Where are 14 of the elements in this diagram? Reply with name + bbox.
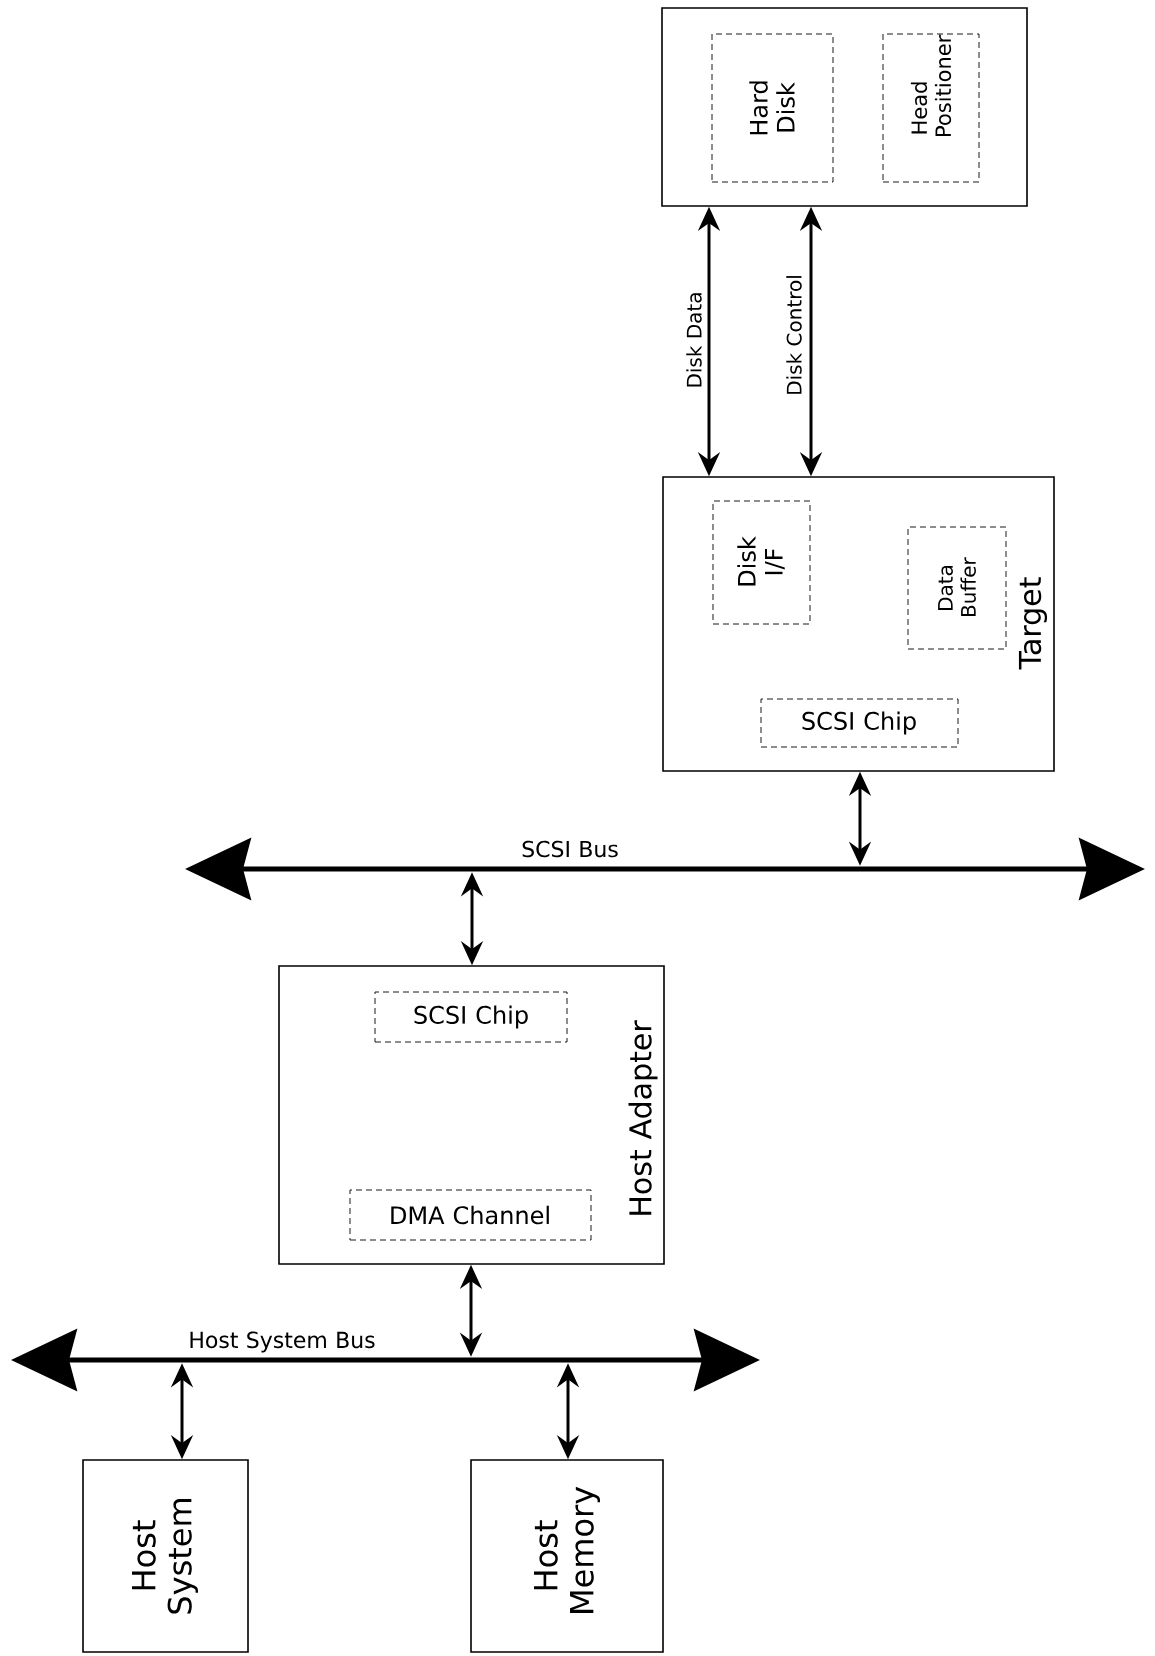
component-block: DMA Channel [349,1189,592,1241]
component-block: Head Positioner [882,33,980,183]
node-label: SCSI Bus [522,840,618,858]
component-box [661,7,1028,207]
component-block: SCSI Chip [374,991,568,1043]
component-block: Data Buffer [907,526,1007,650]
component-block: Hard Disk [711,33,834,183]
component-block: SCSI Chip [760,698,959,748]
component-box: Host Memory [470,1459,664,1653]
component-box: Host System [82,1459,249,1653]
component-block: Disk I/F [712,500,811,625]
edge-label: Disk Control [785,273,803,397]
node-label: Host System Bus [190,1331,375,1353]
edge-label: Disk Data [685,290,703,390]
